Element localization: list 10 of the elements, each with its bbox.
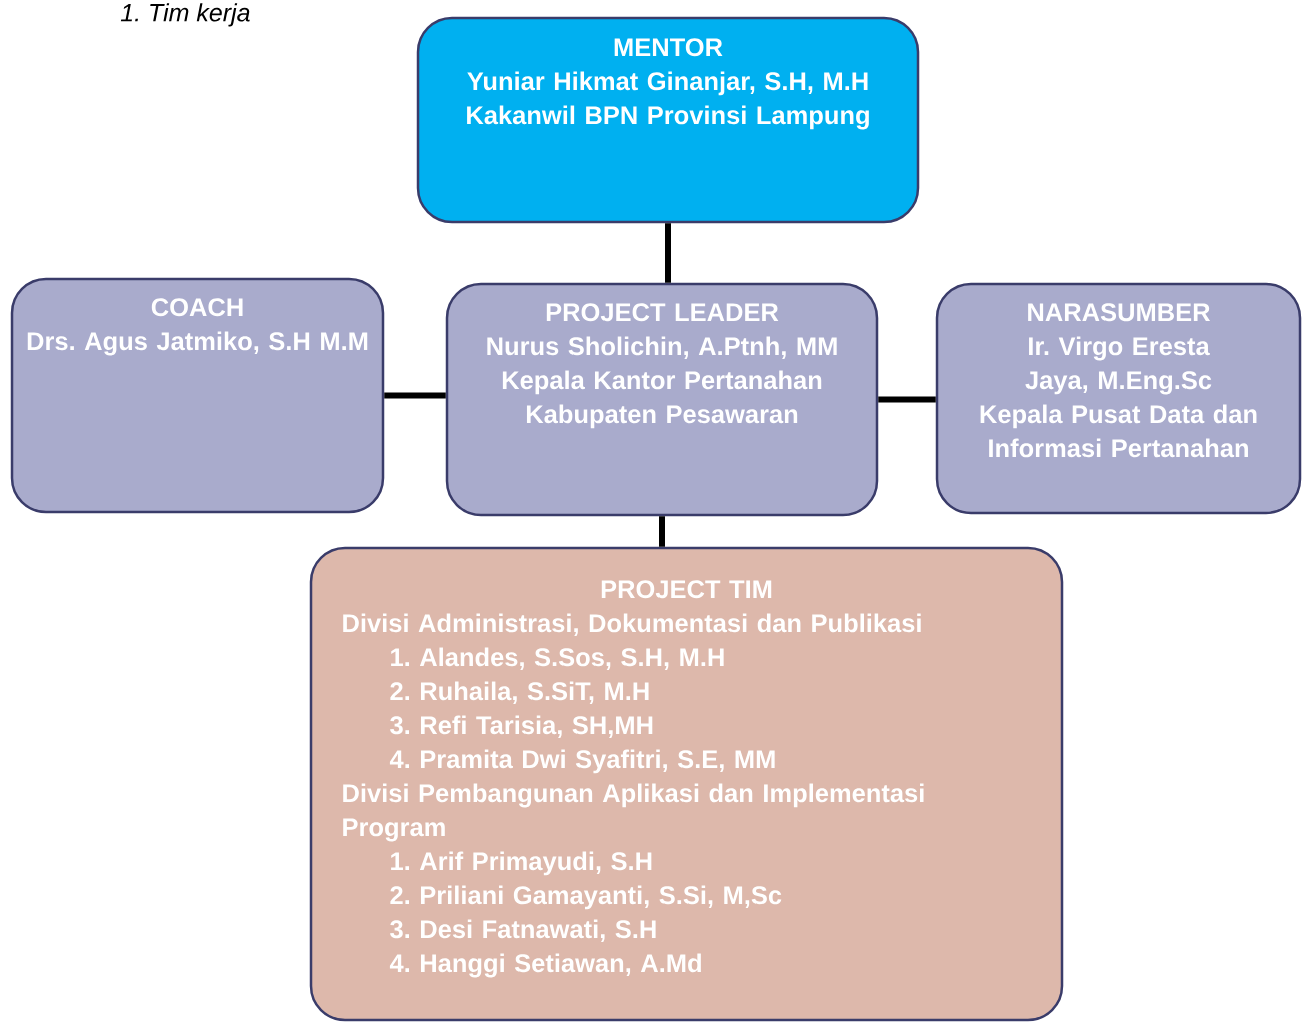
team-box: PROJECT TIM Divisi Administrasi, Dokumentasi dan Publikasi 1. Alandes, S.Sos, S.H, M.H 2. Ruhaila, S.SiT, M.H 3. Refi Tarisia, SH,MH 4. Pramita Dwi Syafitri, S.E, MM Divisi Pembangunan Aplikasi dan Implementasi Program 1. Arif Primayudi, S.H 2. Priliani Gamayanti, S.Si, M,Sc 3. Desi Fatnawati, S.H 4. Hanggi Setiawan, A.Md (309, 546, 1064, 1022)
connector-line (665, 223, 671, 283)
role-box: MENTOR Yuniar Hikmat Ginanjar, S.H, M.H Kakanwil BPN Provinsi Lampung (416, 16, 920, 224)
role-box: NARASUMBER Ir. Virgo Eresta Jaya, M.Eng.Sc Kepala Pusat Data dan Informasi Pertanahan (935, 282, 1302, 515)
role-box: COACH Drs. Agus Jatmiko, S.H M.M (10, 277, 385, 514)
connector-line (878, 396, 936, 403)
role-box: PROJECT LEADER Nurus Sholichin, A.Ptnh, MM Kepala Kantor Pertanahan Kabupaten Pesawaran (445, 282, 879, 517)
heading: 1. Tim kerja (120, 3, 250, 27)
connector-line (384, 392, 446, 399)
connector-line (659, 516, 665, 547)
